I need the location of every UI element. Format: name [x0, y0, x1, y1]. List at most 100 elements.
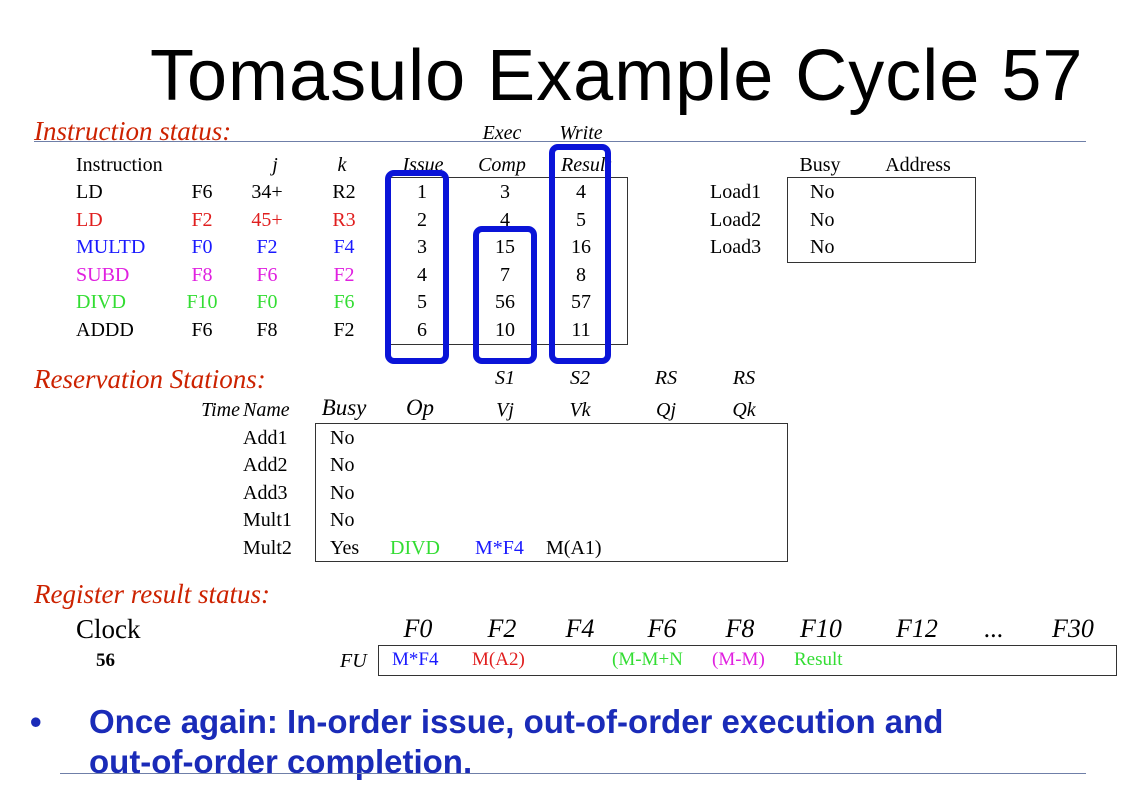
- instr-comp: 7: [500, 263, 510, 286]
- instr-j: F0: [256, 291, 278, 314]
- instr-result: 5: [576, 208, 586, 231]
- register-status-label: Register result status:: [34, 579, 270, 609]
- instr-issue: 3: [417, 236, 427, 259]
- rs-name: Add2: [243, 454, 288, 477]
- instr-issue: 6: [417, 319, 427, 341]
- issue-column-highlight: [385, 170, 449, 364]
- instr-op: SUBD: [76, 263, 130, 286]
- rs-op: DIVD: [390, 536, 440, 559]
- instr-result: 4: [576, 181, 586, 203]
- register-header: F2: [487, 614, 517, 643]
- register-value: Result: [794, 649, 843, 670]
- instr-result: 11: [571, 319, 591, 341]
- load-busy-header: Busy: [799, 154, 841, 176]
- register-value: M*F4: [392, 649, 439, 670]
- register-value: M(A2): [472, 649, 525, 670]
- register-header: F0: [403, 614, 433, 643]
- vk-header: Vk: [569, 399, 591, 421]
- s2-header: S2: [570, 367, 590, 389]
- load-name: Load1: [710, 181, 762, 203]
- title-underline: [34, 141, 1086, 142]
- name-header: Name: [243, 399, 290, 421]
- instr-dest: F8: [191, 263, 213, 286]
- load-busy: No: [810, 236, 835, 259]
- write-header: Write: [559, 122, 603, 144]
- rs-vj: M*F4: [475, 536, 524, 559]
- instr-k: F6: [333, 291, 355, 314]
- result-header: Result: [561, 154, 611, 176]
- register-status-box: [378, 645, 1117, 676]
- instr-result: 57: [571, 291, 591, 314]
- clock-value: 56: [96, 650, 115, 671]
- register-header: F10: [800, 614, 842, 643]
- load-name: Load2: [710, 208, 762, 231]
- instr-k: F2: [333, 319, 355, 341]
- instr-issue: 2: [417, 208, 427, 231]
- instruction-header: Instruction: [76, 154, 163, 176]
- reservation-station-box: [315, 423, 788, 562]
- register-header: ...: [984, 614, 1004, 643]
- rs-qj-top-header: RS: [654, 367, 678, 389]
- rs-name: Mult1: [243, 509, 292, 532]
- instr-op: DIVD: [76, 291, 126, 314]
- rs-busy: No: [330, 427, 355, 449]
- instr-k: F2: [333, 263, 355, 286]
- instr-j: F8: [256, 319, 278, 341]
- instr-op: LD: [76, 208, 103, 231]
- instr-comp: 3: [500, 181, 510, 203]
- j-header: j: [272, 154, 278, 176]
- register-header: F30: [1052, 614, 1094, 643]
- register-header: F8: [725, 614, 755, 643]
- k-header: k: [337, 154, 347, 176]
- instr-comp: 15: [495, 236, 515, 259]
- result-column-highlight: [549, 144, 611, 364]
- rs-name: Add1: [243, 427, 288, 449]
- op-header: Op: [405, 395, 435, 420]
- instr-dest: F2: [191, 208, 213, 231]
- s1-header: S1: [495, 367, 515, 389]
- bullet-line-1: Once again: In-order issue, out-of-order…: [89, 703, 944, 740]
- fu-label: FU: [340, 650, 367, 672]
- slide-title: Tomasulo Example Cycle 57: [150, 36, 1084, 116]
- instr-issue: 4: [417, 263, 427, 286]
- instr-k: R2: [332, 181, 356, 203]
- instr-op: ADDD: [76, 319, 134, 341]
- instr-j: 34+: [251, 181, 283, 203]
- rs-qk-top-header: RS: [732, 367, 756, 389]
- comp-column-highlight: [473, 226, 537, 364]
- vj-header: Vj: [496, 399, 514, 421]
- instr-comp: 10: [495, 319, 515, 341]
- instr-result: 8: [576, 263, 586, 286]
- instr-result: 16: [571, 236, 591, 259]
- instr-issue: 5: [417, 291, 427, 314]
- rs-vk: M(A1): [546, 536, 602, 559]
- rs-name: Add3: [243, 481, 288, 504]
- bullet-line-2: out-of-order completion.: [89, 743, 473, 780]
- instr-issue: 1: [417, 181, 427, 203]
- qj-header: Qj: [656, 399, 676, 421]
- clock-label: Clock: [76, 614, 141, 644]
- instr-j: F2: [256, 236, 278, 259]
- bullet-dot-icon: •: [30, 703, 42, 740]
- instr-op: LD: [76, 181, 103, 203]
- register-header: F6: [647, 614, 677, 643]
- instr-j: F6: [256, 263, 278, 286]
- qk-header: Qk: [732, 399, 756, 421]
- load-busy: No: [810, 181, 835, 203]
- reservation-stations-label: Reservation Stations:: [34, 364, 266, 394]
- instr-dest: F0: [191, 236, 213, 259]
- instr-k: F4: [333, 236, 355, 259]
- instr-dest: F6: [191, 181, 213, 203]
- load-address-header: Address: [885, 154, 951, 176]
- instr-dest: F6: [191, 319, 213, 341]
- instr-k: R3: [332, 208, 356, 231]
- rs-busy: No: [330, 509, 355, 532]
- instr-comp: 4: [500, 208, 510, 231]
- footer-line: [60, 773, 1086, 774]
- instr-comp: 56: [495, 291, 515, 314]
- rs-busy: No: [330, 481, 355, 504]
- register-value: (M-M): [712, 649, 765, 670]
- exec-header: Exec: [482, 122, 522, 144]
- load-busy: No: [810, 208, 835, 231]
- instr-op: MULTD: [76, 236, 146, 259]
